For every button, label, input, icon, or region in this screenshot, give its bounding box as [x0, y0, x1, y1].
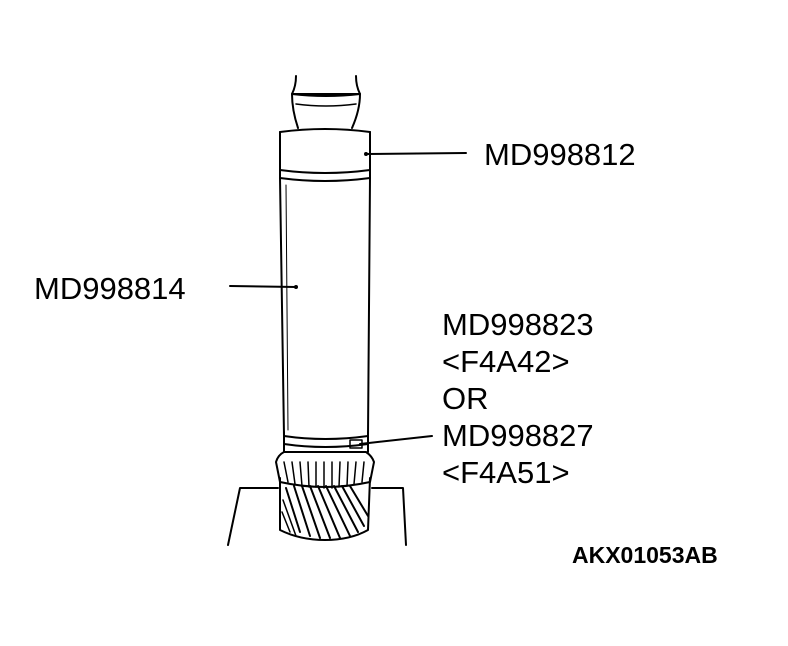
label-md998827: MD998827: [442, 418, 594, 453]
label-group-bottom: MD998823 <F4A42> OR MD998827 <F4A51>: [442, 306, 594, 491]
label-f4a51: <F4A51>: [442, 455, 570, 490]
label-md998823: MD998823: [442, 307, 594, 342]
upper-cylinder: [279, 128, 371, 179]
label-md998814: MD998814: [34, 271, 186, 306]
leader-top: [365, 152, 467, 155]
top-coupling: [291, 75, 361, 129]
leader-left: [229, 285, 297, 288]
label-or: OR: [442, 381, 489, 416]
leader-bottom: [359, 435, 433, 445]
main-cylinder: [279, 177, 371, 440]
base-fixture: [227, 487, 407, 546]
lower-collar: [283, 431, 369, 453]
leader-lines: [229, 152, 467, 445]
label-f4a42: <F4A42>: [442, 344, 570, 379]
gear: [279, 477, 371, 541]
label-md998812: MD998812: [484, 137, 636, 172]
figure-code: AKX01053AB: [572, 542, 718, 568]
bearing: [275, 451, 375, 489]
